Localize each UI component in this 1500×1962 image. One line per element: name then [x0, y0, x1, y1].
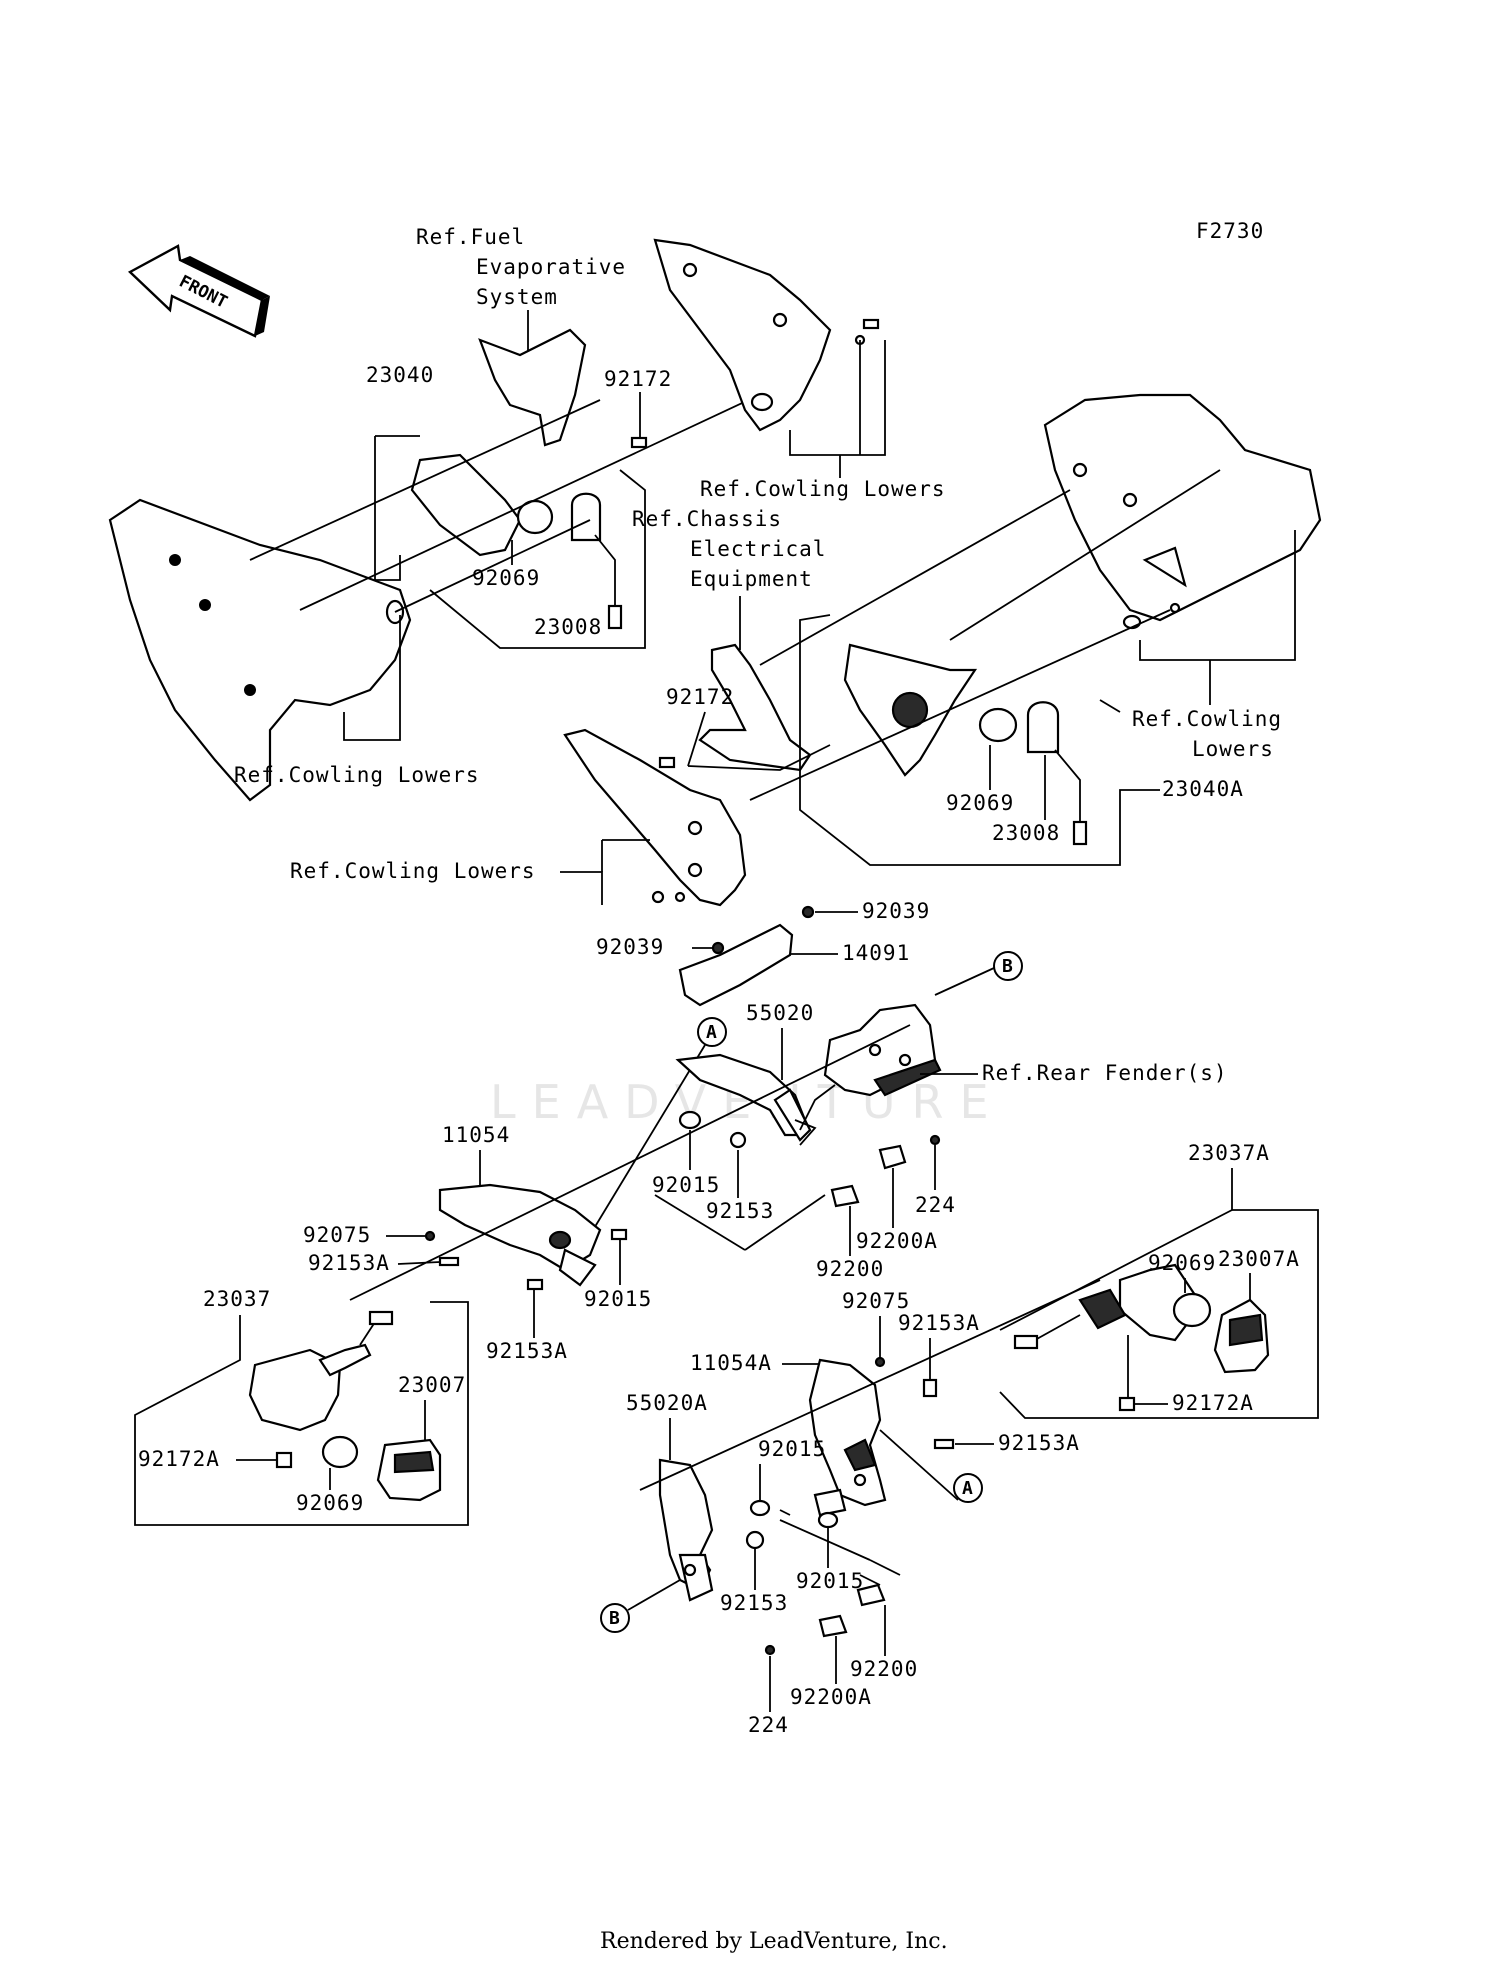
label-92200-bottom: 92200: [850, 1657, 918, 1681]
clip-92200-mid: [830, 1184, 860, 1208]
label-92153A-right2: 92153A: [998, 1431, 1080, 1455]
label-92153-right: 92153: [720, 1591, 788, 1615]
label-11054A: 11054A: [690, 1351, 772, 1375]
label-92153-mid: 92153: [706, 1199, 774, 1223]
clip-92200A-mid: [878, 1144, 907, 1170]
label-92069-left: 92069: [472, 566, 540, 590]
front-arrow-icon: FRONT: [127, 244, 270, 338]
ref-chassis-line1: Ref.Chassis: [632, 507, 782, 531]
screw-92172-mid: [658, 756, 676, 769]
clip-92200-bottom: [856, 1583, 886, 1607]
screw-92172-top: [630, 436, 648, 449]
label-92153A-right: 92153A: [898, 1311, 980, 1335]
label-ref-cowling-lowers-left: Ref.Cowling Lowers: [234, 763, 480, 787]
label-23037A: 23037A: [1188, 1141, 1270, 1165]
label-92069-right: 92069: [946, 791, 1014, 815]
label-ref-rear-fender: Ref.Rear Fender(s): [982, 1061, 1228, 1085]
callout-b-top: [993, 951, 1023, 981]
bracket-14091: [678, 923, 794, 1007]
bulb-92069-br: [1172, 1292, 1212, 1328]
label-92200A-bottom: 92200A: [790, 1685, 872, 1709]
label-92069-br: 92069: [1148, 1251, 1216, 1275]
clip-92200A-bottom: [818, 1614, 848, 1638]
label-92172-top: 92172: [604, 367, 672, 391]
socket-23008-left: [570, 492, 602, 542]
label-92172A-right: 92172A: [1172, 1391, 1254, 1415]
bracket-11054A: [808, 1358, 887, 1507]
label-224-bottom: 224: [748, 1713, 789, 1737]
label-92075-left: 92075: [303, 1223, 371, 1247]
label-23007: 23007: [398, 1373, 466, 1397]
label-92172A-left: 92172A: [138, 1447, 220, 1471]
bulb-92069-bl: [321, 1435, 359, 1469]
ref-fuel-line1: Ref.Fuel: [416, 225, 525, 249]
label-23007A: 23007A: [1218, 1247, 1300, 1271]
svg-text:B: B: [1002, 956, 1013, 977]
label-92075-right: 92075: [842, 1289, 910, 1313]
chassis-electrical-bracket: [698, 643, 812, 772]
label-23040A: 23040A: [1162, 777, 1244, 801]
turn-signal-housing-23040: [410, 453, 522, 557]
label-92039-right: 92039: [862, 899, 930, 923]
label-ref-cowling-lowers-center: Ref.Cowling Lowers: [290, 859, 536, 883]
bulb-92069-left: [516, 499, 554, 535]
label-55020: 55020: [746, 1001, 814, 1025]
collar-92015-right: [749, 1499, 771, 1517]
callout-b-bottom: [600, 1603, 630, 1633]
svg-text:A: A: [962, 1478, 973, 1499]
label-92153A-left: 92153A: [308, 1251, 390, 1275]
label-ref-cowling-lowers-top: Ref.Cowling Lowers: [700, 477, 946, 501]
label-11054: 11054: [442, 1123, 510, 1147]
label-92039-left: 92039: [596, 935, 664, 959]
ref-cowling-r-line2: Lowers: [1192, 737, 1274, 761]
label-92015-left: 92015: [584, 1287, 652, 1311]
ref-fuel-line3: System: [476, 285, 558, 309]
bulb-92069-right: [978, 707, 1018, 743]
label-92153A-left2: 92153A: [486, 1339, 568, 1363]
ref-cowling-r-line1: Ref.Cowling: [1132, 707, 1282, 731]
label-92069-bl: 92069: [296, 1491, 364, 1515]
label-23037: 23037: [203, 1287, 271, 1311]
figure-id: F2730: [1196, 219, 1264, 243]
ref-chassis-line2: Electrical: [690, 537, 826, 561]
label-92015-mid: 92015: [652, 1173, 720, 1197]
ref-fuel-line2: Evaporative: [476, 255, 626, 279]
label-92200A-mid: 92200A: [856, 1229, 938, 1253]
collar-92015-bottom: [817, 1511, 839, 1529]
socket-23008-right: [1026, 701, 1060, 754]
bolt-92153-right: [745, 1530, 765, 1550]
label-23040: 23040: [366, 363, 434, 387]
ref-chassis-line3: Equipment: [690, 567, 813, 591]
svg-text:B: B: [609, 1608, 620, 1629]
bolt-92153-mid: [729, 1131, 747, 1149]
callout-a-top: [697, 1017, 727, 1047]
label-92172-mid: 92172: [666, 685, 734, 709]
cowling-lower-right: [1043, 393, 1322, 622]
fuel-evap-bracket: [478, 328, 587, 447]
label-23008-left: 23008: [534, 615, 602, 639]
cowling-upper-center: [653, 238, 832, 432]
callout-a-bottom: [953, 1473, 983, 1503]
label-14091: 14091: [842, 941, 910, 965]
svg-text:A: A: [706, 1022, 717, 1043]
label-92015-right: 92015: [758, 1437, 826, 1461]
turn-signal-23037: [248, 1348, 342, 1432]
label-92200-mid: 92200: [816, 1257, 884, 1281]
label-55020A: 55020A: [626, 1391, 708, 1415]
cowling-lower-left: [108, 498, 412, 802]
footer-credit: Rendered by LeadVenture, Inc.: [600, 1929, 948, 1954]
label-23008-right: 23008: [992, 821, 1060, 845]
collar-92015-mid: [678, 1110, 702, 1130]
cowling-lower-center: [563, 728, 747, 907]
bracket-23040: [374, 436, 401, 581]
label-92015-bottom: 92015: [796, 1569, 864, 1593]
label-224-mid: 224: [915, 1193, 956, 1217]
